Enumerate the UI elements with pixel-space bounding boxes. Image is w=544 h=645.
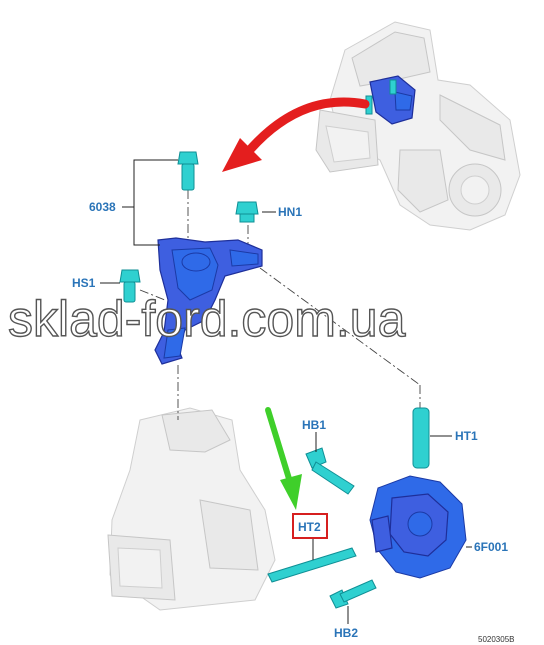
fastener-6038-bolt [177, 151, 199, 191]
label-ht1: HT1 [455, 429, 478, 443]
fastener-hb2-bolt [329, 579, 377, 609]
green-indicator-arrow-icon [265, 407, 302, 510]
fastener-hn1-nut [235, 201, 259, 223]
label-ht2: HT2 [298, 520, 321, 534]
red-direction-arrow-icon [222, 97, 370, 172]
label-leader-lines [100, 159, 472, 624]
label-hs1: HS1 [72, 276, 96, 290]
figure-code: 5020305B [478, 635, 514, 644]
engine-overview-illustration [315, 21, 521, 231]
assembly-centerlines [139, 190, 421, 420]
engine-mount-6f001-part [369, 475, 467, 579]
fastener-hs1-bolt [119, 269, 141, 303]
label-hn1: HN1 [278, 205, 302, 219]
label-hb2: HB2 [334, 626, 358, 640]
bracket-6038-part [154, 237, 263, 365]
watermark-text: sklad-ford.com.ua [8, 291, 406, 347]
fastener-ht2-bolt [267, 547, 357, 583]
ht2-highlight-box [292, 513, 328, 539]
engine-side-illustration [107, 407, 276, 611]
label-hb1: HB1 [302, 418, 326, 432]
label-6f001: 6F001 [474, 540, 508, 554]
label-6038: 6038 [89, 200, 116, 214]
fastener-ht1-bolt [412, 407, 430, 469]
fastener-hb1-bolt [305, 447, 355, 495]
